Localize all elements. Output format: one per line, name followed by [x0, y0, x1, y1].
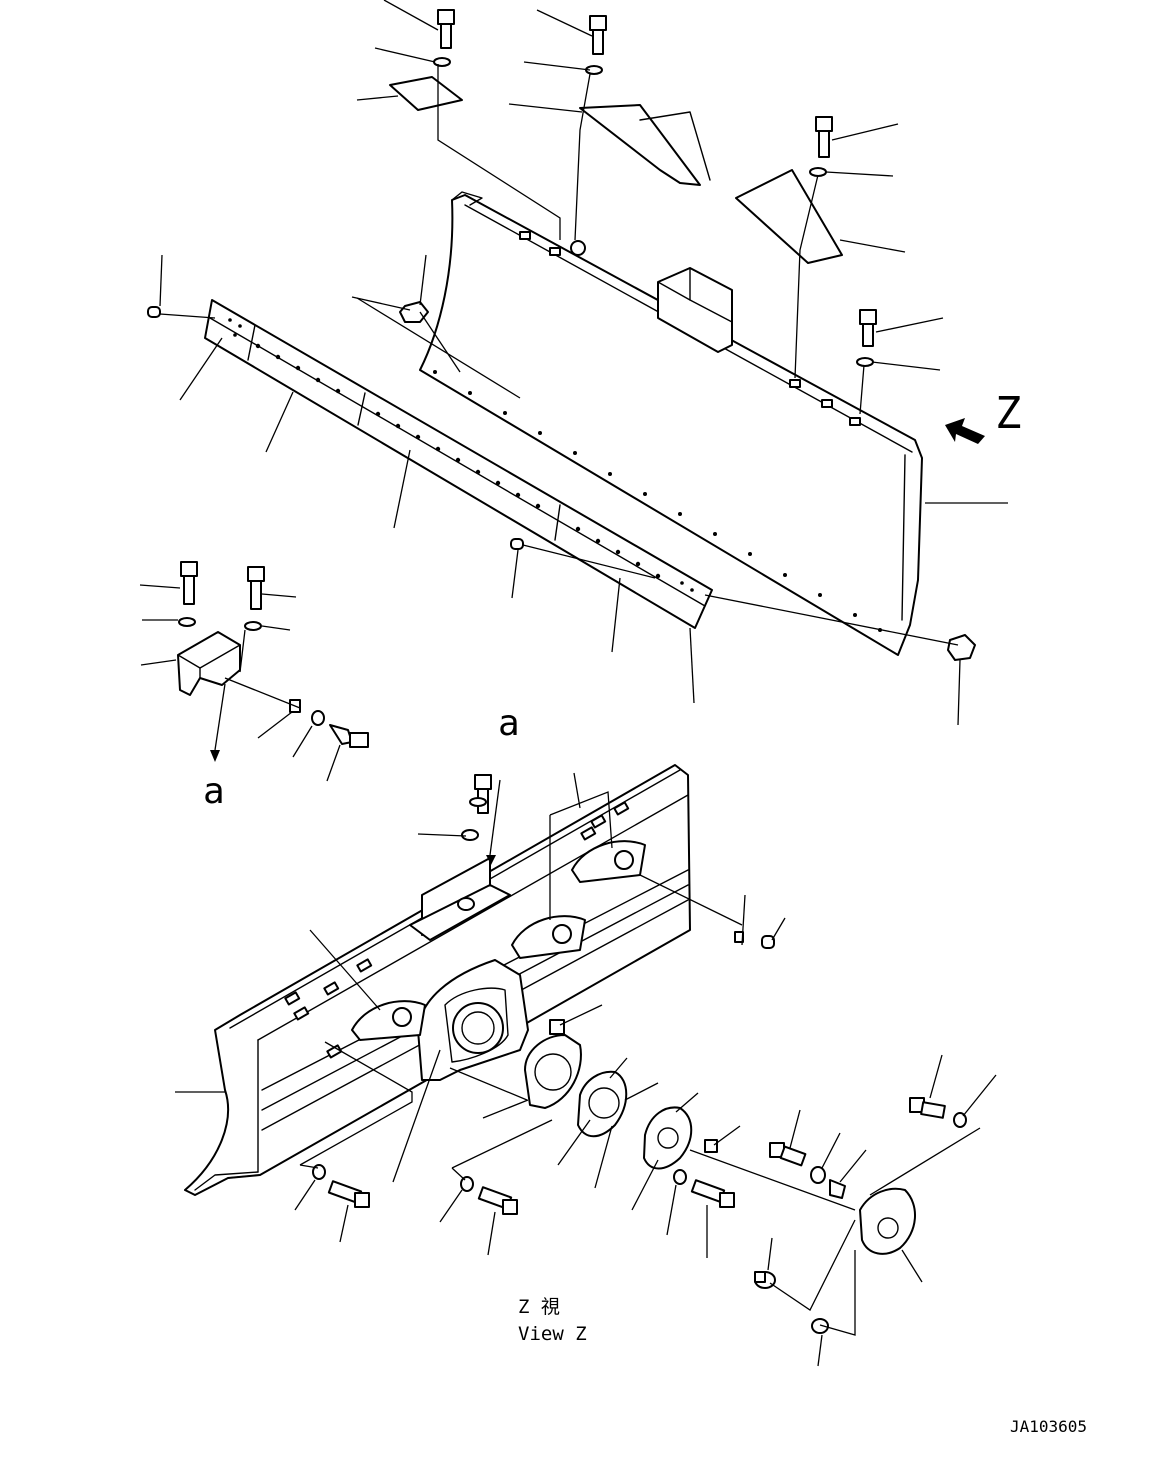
view-caption-english: View Z: [518, 1323, 587, 1345]
section-marker-a-lower: a: [203, 771, 225, 812]
blade-top-covers: [389, 76, 843, 264]
view-z-arrow: [945, 418, 985, 444]
cutting-edge-holes: [228, 318, 882, 632]
view-caption-japanese: Z 視: [518, 1296, 560, 1318]
view-marker-label: Z: [995, 388, 1022, 439]
blade-rear-view: [184, 764, 967, 1334]
top-leader-lines: [159, 0, 1008, 726]
top-bolts: [147, 9, 976, 661]
lower-leader-lines: [175, 772, 997, 1367]
bracket-assembly: [139, 561, 369, 782]
trunnion-cap-parts: [524, 1019, 917, 1255]
blade-front-view: [204, 191, 923, 656]
figure-code: JA103605: [1010, 1417, 1087, 1436]
section-marker-a-upper: a: [498, 703, 520, 744]
